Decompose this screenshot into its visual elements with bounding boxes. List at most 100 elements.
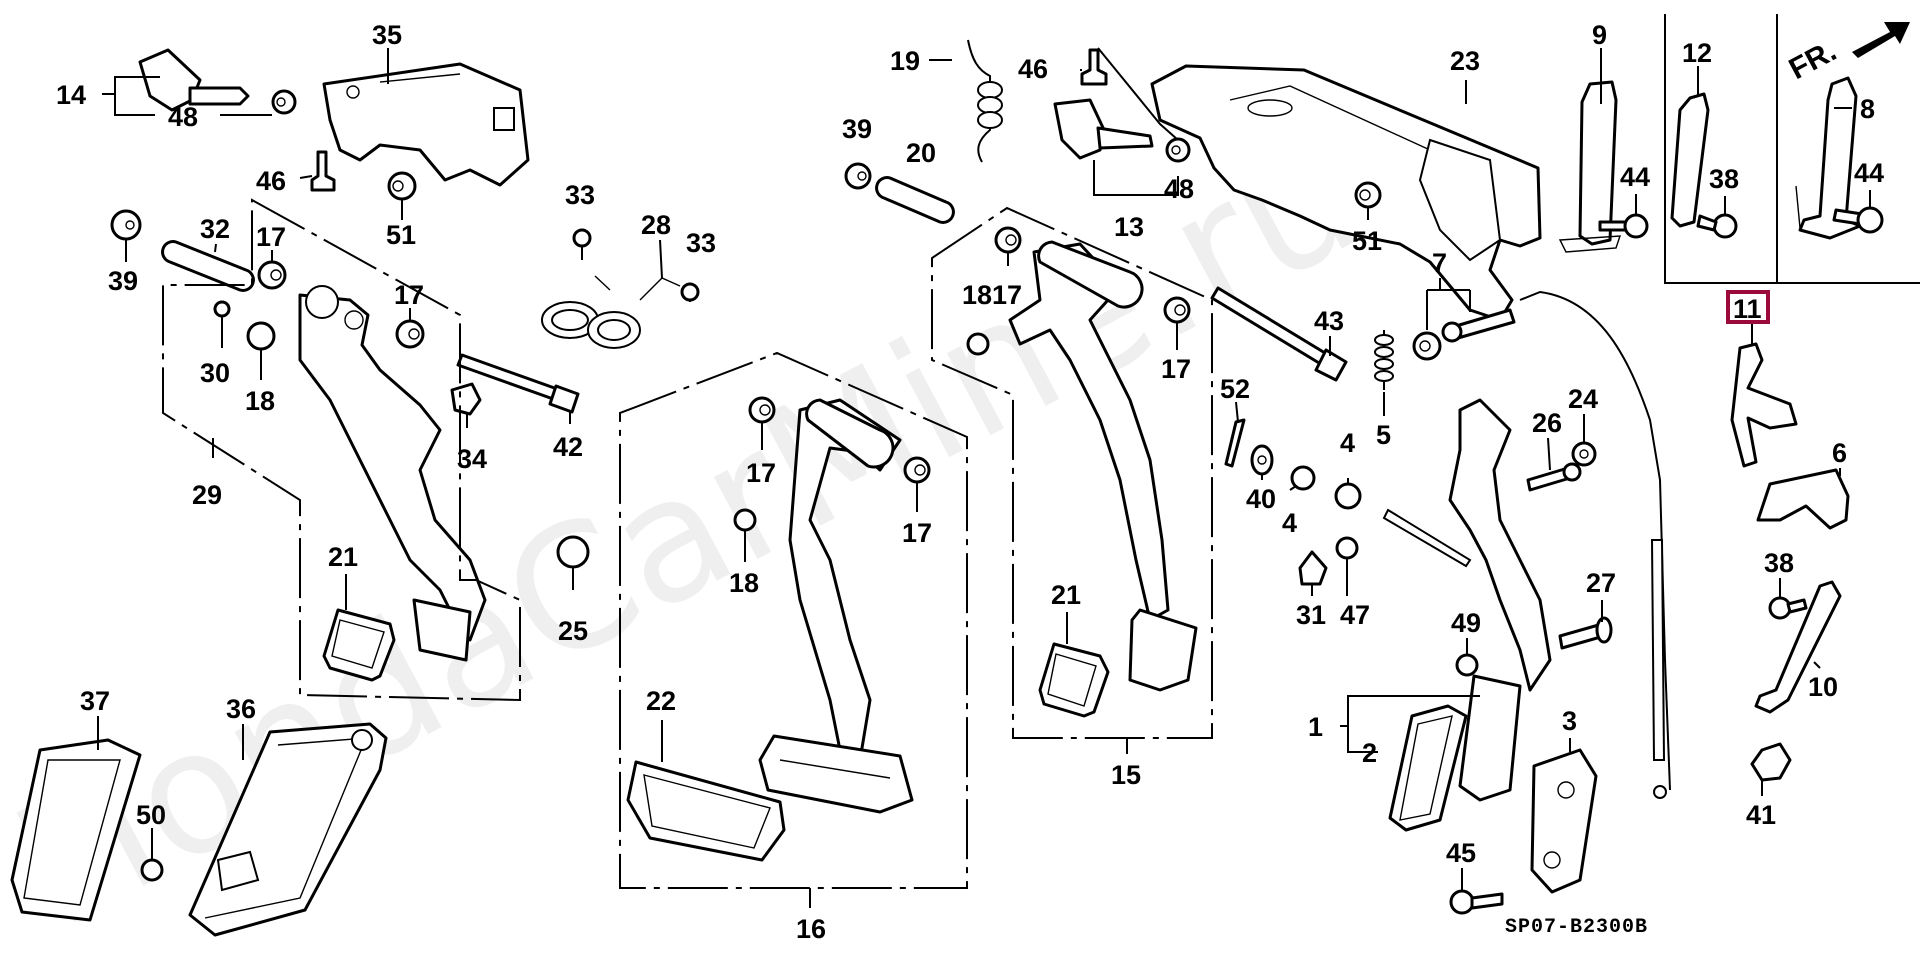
- part-30-stopper[interactable]: [213, 300, 231, 318]
- callout-38[interactable]: 38: [1709, 164, 1739, 194]
- callout-46[interactable]: 46: [256, 166, 286, 196]
- callout-51[interactable]: 51: [1352, 226, 1382, 256]
- part-33-bushing-a[interactable]: [572, 228, 592, 248]
- part-43-bolt[interactable]: [1210, 286, 1348, 382]
- callout-17[interactable]: 17: [1161, 354, 1191, 384]
- part-17-bushing-e[interactable]: [994, 226, 1022, 254]
- part-36-footrest[interactable]: [188, 722, 388, 937]
- callout-48[interactable]: 48: [1164, 174, 1194, 204]
- part-51-nut-a[interactable]: [387, 171, 417, 201]
- callout-27[interactable]: 27: [1586, 568, 1616, 598]
- part-13-switch[interactable]: [1053, 98, 1154, 160]
- part-47-nut[interactable]: [1335, 536, 1359, 560]
- callout-21[interactable]: 21: [1051, 580, 1081, 610]
- callout-17[interactable]: 17: [746, 458, 776, 488]
- callout-21[interactable]: 21: [328, 542, 358, 572]
- part-4-bushing-b[interactable]: [1334, 482, 1362, 510]
- callout-6[interactable]: 6: [1832, 438, 1847, 468]
- clutch-pedal-arm[interactable]: [298, 285, 487, 662]
- callout-5[interactable]: 5: [1376, 420, 1391, 450]
- callout-20[interactable]: 20: [906, 138, 936, 168]
- callout-17[interactable]: 17: [394, 280, 424, 310]
- callout-31[interactable]: 31: [1296, 600, 1326, 630]
- part-32-sleeve[interactable]: [161, 240, 255, 292]
- callout-18[interactable]: 18: [245, 386, 275, 416]
- part-49-nut[interactable]: [1455, 653, 1479, 677]
- part-35-bracket[interactable]: [322, 62, 530, 187]
- callout-32[interactable]: 32: [200, 214, 230, 244]
- callout-4[interactable]: 4: [1340, 428, 1355, 458]
- callout-8[interactable]: 8: [1860, 94, 1875, 124]
- part-48-nut-b[interactable]: [1165, 137, 1191, 163]
- part-18-cushion-c[interactable]: [966, 332, 990, 356]
- part-26-bolt[interactable]: [1526, 462, 1582, 492]
- callout-28[interactable]: 28: [641, 210, 671, 240]
- part-17-bushing-c[interactable]: [748, 396, 776, 424]
- callout-44[interactable]: 44: [1854, 158, 1884, 188]
- part-22-brake-pad[interactable]: [626, 760, 786, 862]
- part-31-stopper[interactable]: [1298, 550, 1328, 586]
- part-4-bushing-a[interactable]: [1290, 465, 1316, 491]
- part-46-bolt-b[interactable]: [1080, 48, 1108, 86]
- part-24-bushing[interactable]: [1571, 441, 1597, 467]
- callout-51[interactable]: 51: [386, 220, 416, 250]
- callout-22[interactable]: 22: [646, 686, 676, 716]
- part-10-lever[interactable]: [1754, 580, 1842, 714]
- part-38-bolt-a[interactable]: [1696, 213, 1738, 239]
- callout-37[interactable]: 37: [80, 686, 110, 716]
- part-34-clip[interactable]: [450, 382, 482, 416]
- callout-46[interactable]: 46: [1018, 54, 1048, 84]
- callout-35[interactable]: 35: [372, 20, 402, 50]
- callout-26[interactable]: 26: [1532, 408, 1562, 438]
- part-52-pin[interactable]: [1224, 418, 1246, 468]
- part-33-bushing-b[interactable]: [680, 282, 700, 302]
- part-45-bolt[interactable]: [1449, 889, 1504, 915]
- part-27-bolt[interactable]: [1558, 616, 1613, 650]
- callout-9[interactable]: 9: [1592, 20, 1607, 50]
- part-23-bracket[interactable]: [1150, 64, 1542, 322]
- callout-2[interactable]: 2: [1362, 738, 1377, 768]
- cable[interactable]: [1519, 290, 1671, 799]
- callout-38[interactable]: 38: [1764, 548, 1794, 578]
- callout-18[interactable]: 18: [962, 280, 992, 310]
- callout-18[interactable]: 18: [729, 568, 759, 598]
- part-7-adjuster[interactable]: [1412, 308, 1516, 361]
- callout-43[interactable]: 43: [1314, 306, 1344, 336]
- part-39-bushing-b[interactable]: [844, 162, 872, 190]
- part-18-cushion-a[interactable]: [246, 321, 276, 351]
- part-17-bushing-a[interactable]: [257, 260, 287, 290]
- callout-17[interactable]: 17: [902, 518, 932, 548]
- part-44-bolt-a[interactable]: [1598, 213, 1649, 239]
- part-51-nut-b[interactable]: [1354, 181, 1382, 209]
- part-38-bolt-b[interactable]: [1768, 596, 1808, 620]
- callout-15[interactable]: 15: [1111, 760, 1141, 790]
- part-11-assembly[interactable]: [1730, 342, 1798, 468]
- part-48-nut-a[interactable]: [271, 89, 297, 115]
- callout-17[interactable]: 17: [992, 280, 1022, 310]
- part-18-cushion-b[interactable]: [733, 508, 757, 532]
- part-20-sleeve[interactable]: [875, 176, 955, 224]
- pedal-arm-15[interactable]: [1008, 240, 1198, 692]
- callout-33[interactable]: 33: [686, 228, 716, 258]
- part-21-pad-a[interactable]: [322, 608, 396, 682]
- callout-11[interactable]: 11: [1733, 294, 1762, 324]
- part-12-bracket[interactable]: [1670, 92, 1710, 228]
- callout-1[interactable]: 1: [1308, 712, 1323, 742]
- callout-36[interactable]: 36: [226, 694, 256, 724]
- callout-25[interactable]: 25: [558, 616, 588, 646]
- part-6-clip[interactable]: [1756, 468, 1850, 530]
- part-5-spring[interactable]: [1374, 330, 1394, 390]
- callout-34[interactable]: 34: [457, 444, 487, 474]
- part-9-bracket[interactable]: [1558, 80, 1621, 253]
- callout-42[interactable]: 42: [553, 432, 583, 462]
- part-39-bushing-a[interactable]: [110, 209, 142, 241]
- callout-47[interactable]: 47: [1340, 600, 1370, 630]
- callout-19[interactable]: 19: [890, 46, 920, 76]
- part-46-bolt-a[interactable]: [310, 150, 336, 192]
- part-37-pedal-pad-cover[interactable]: [10, 738, 142, 922]
- callout-23[interactable]: 23: [1450, 46, 1480, 76]
- part-19-spring[interactable]: [967, 39, 1003, 163]
- callout-30[interactable]: 30: [200, 358, 230, 388]
- part-28-spring[interactable]: [541, 275, 681, 349]
- callout-13[interactable]: 13: [1114, 212, 1144, 242]
